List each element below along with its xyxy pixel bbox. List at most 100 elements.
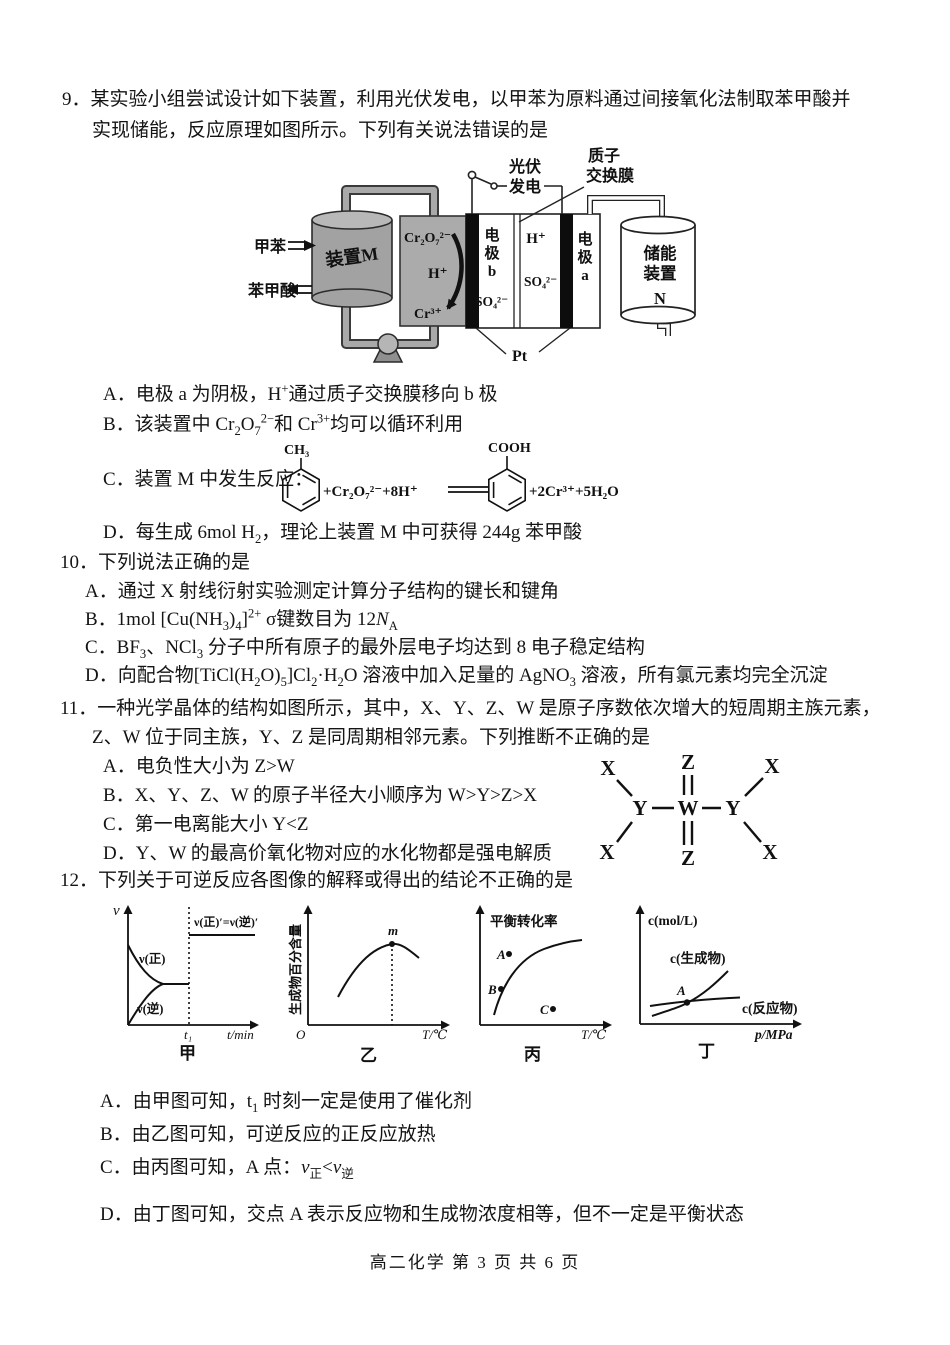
q10-option-a: A．通过 X 射线衍射实验测定计算分子结构的键长和键角 — [85, 581, 559, 602]
q11-option-b: B．X、Y、Z、W 的原子半径大小顺序为 W>Y>Z>X — [103, 785, 537, 806]
svg-text:极: 极 — [577, 248, 593, 266]
q12-graph-ding: c(mol/L) A c(生成物) c(反应物) p/MPa 丁 — [635, 905, 802, 1061]
equals-sign — [448, 486, 488, 493]
conversion-curve — [493, 939, 583, 1016]
x-axis-label: T/℃ — [422, 1027, 448, 1042]
svg-text:极: 极 — [484, 244, 500, 262]
svg-text:N: N — [654, 289, 666, 308]
q12-number: 12． — [60, 870, 99, 891]
q12-graph-jia: ν ν(正) ν(逆) ν(正)′=ν(逆)′ t₁ t/min 甲 — [113, 903, 259, 1063]
q10-option-b: B．1mol [Cu(NH3)4]2+ σ键数目为 12NA — [85, 606, 398, 633]
sulfate-mid-label: SO₄²⁻ — [524, 274, 557, 289]
q11-stem-line1: 11．一种光学晶体的结构如图所示，其中，X、Y、Z、W 是原子序数依次增大的短周… — [60, 698, 881, 719]
q12-option-a: A．由甲图可知，t1 时刻一定是使用了催化剂 — [100, 1091, 473, 1115]
svg-text:质子: 质子 — [588, 146, 620, 165]
caption: 丙 — [524, 1045, 541, 1064]
pump — [372, 333, 404, 363]
sulfate-left-label: SO₄²⁻ — [475, 294, 508, 309]
molecule-atoms: X X X X Z Z Y Y W — [599, 750, 779, 870]
q12-option-c: C．由丙图可知，A 点：v正<v逆 — [100, 1157, 354, 1181]
caption: 甲 — [179, 1044, 196, 1063]
forward-rate-label: ν(正) — [138, 952, 165, 966]
benzoic-acid-structure: COOH — [487, 441, 531, 512]
electrode-a-label: 电 极 a — [577, 230, 593, 284]
caption: 丁 — [698, 1042, 715, 1061]
hplus-label: H⁺ — [428, 266, 448, 282]
hplus-mid-label: H⁺ — [526, 231, 546, 247]
svg-text:X: X — [762, 840, 777, 864]
y-axis-label: ν — [113, 903, 120, 919]
y-axis-label: c(mol/L) — [648, 913, 698, 928]
q11-molecule-diagram: X X X X Z Z Y Y W — [599, 750, 779, 870]
benzoic-acid-outlet-arrow — [286, 284, 312, 295]
svg-text:X: X — [600, 756, 615, 780]
reduction-arrow — [446, 232, 464, 310]
q10-number: 10． — [60, 552, 99, 573]
q12-stem: 12．下列关于可逆反应各图像的解释或得出的结论不正确的是 — [60, 870, 574, 891]
point-a-label: A — [496, 947, 506, 962]
pt-pointer-right — [538, 327, 571, 353]
x-axis-label: T/℃ — [581, 1027, 607, 1042]
cell-body — [465, 213, 601, 329]
point-c — [550, 1006, 556, 1012]
svg-text:W: W — [678, 796, 699, 820]
membrane-pointer — [518, 186, 585, 223]
q9-number: 9． — [62, 89, 91, 110]
svg-text:b: b — [488, 264, 496, 280]
svg-text:Y: Y — [632, 796, 647, 820]
q11-option-a: A．电负性大小为 Z>W — [103, 756, 295, 777]
y-axis-label: 平衡转化率 — [490, 913, 558, 929]
x-axis-label: t/min — [227, 1027, 254, 1042]
pt-label: Pt — [512, 348, 528, 365]
toluene-structure: CH₃ — [281, 443, 321, 512]
q12-option-d: D．由丁图可知，交点 A 表示反应物和生成物浓度相等，但不一定是平衡状态 — [100, 1204, 744, 1225]
molecule-bonds — [616, 775, 764, 845]
y-axis-label: 生成物百分含量 — [288, 924, 303, 1015]
pt-pointer-left — [475, 327, 507, 355]
t1-tick: t₁ — [184, 1027, 192, 1042]
svg-text:X: X — [764, 754, 779, 778]
svg-text:电: 电 — [577, 230, 592, 248]
storage-cylinder: 储能 装置 N — [620, 215, 696, 325]
q10-option-c: C．BF3、NCl3 分子中所有原子的最外层电子均达到 8 电子稳定结构 — [85, 637, 645, 661]
svg-text:发电: 发电 — [508, 177, 541, 196]
cr3-label: Cr³⁺ — [414, 307, 442, 322]
switch — [467, 170, 507, 214]
equal-rates-label: ν(正)′=ν(逆)′ — [193, 914, 258, 929]
product-label: c(生成物) — [670, 950, 725, 966]
reactant-label: c(反应物) — [742, 1000, 797, 1016]
point-b-label: B — [487, 982, 497, 997]
q9-option-c-equation: CH₃ +Cr₂O₇²⁻+8H⁺ COOH +2Cr³⁺+5H₂O — [281, 441, 619, 512]
toluene-label: 甲苯 — [254, 237, 287, 256]
electrode-b-bar — [466, 214, 479, 328]
product-percent-curve — [337, 942, 420, 998]
benzoic-acid-label: 苯甲酸 — [247, 281, 297, 300]
q11-number: 11． — [60, 698, 98, 719]
equation-lhs: +Cr₂O₇²⁻+8H⁺ — [323, 484, 418, 500]
point-a-label: A — [676, 983, 686, 998]
q10-stem: 10．下列说法正确的是 — [60, 552, 251, 573]
x-axis-label: p/MPa — [754, 1027, 793, 1042]
q9-option-a: A．电极 a 为阴极，H+通过质子交换膜移向 b 极 — [103, 381, 498, 405]
q9-option-d: D．每生成 6mol H2，理论上装置 M 中可获得 244g 苯甲酸 — [103, 522, 583, 546]
m-label: m — [388, 923, 398, 938]
svg-text:COOH: COOH — [488, 441, 531, 456]
point-a — [683, 999, 691, 1006]
proton-membrane-label: 质子 交换膜 — [586, 146, 634, 185]
device-m-cylinder: 装置M — [311, 210, 393, 308]
svg-text:生成物百分含量: 生成物百分含量 — [288, 924, 303, 1015]
chromium-electrolyte-chamber: Cr₂O₇²⁻ H⁺ Cr³⁺ — [399, 215, 467, 327]
equation-rhs: +2Cr³⁺+5H₂O — [529, 484, 619, 500]
svg-text:装置: 装置 — [644, 263, 677, 283]
q9-stem-line2: 实现储能，反应原理如图所示。下列有关说法错误的是 — [92, 120, 549, 141]
q9-option-b: B．该装置中 Cr2O72−和 Cr3+均可以循环利用 — [103, 411, 464, 438]
q10-option-d: D．向配合物[TiCl(H2O)5]Cl2·H2O 溶液中加入足量的 AgNO3… — [85, 665, 828, 689]
point-a — [506, 951, 512, 957]
origin-label: O — [296, 1027, 306, 1042]
point-b — [498, 986, 504, 992]
q9-option-c-label: C．装置 M 中发生反应： — [103, 469, 314, 490]
electrode-b-label: 电 极 b — [484, 226, 500, 280]
pv-wire — [544, 185, 563, 214]
reverse-rate-curve — [127, 983, 164, 1026]
